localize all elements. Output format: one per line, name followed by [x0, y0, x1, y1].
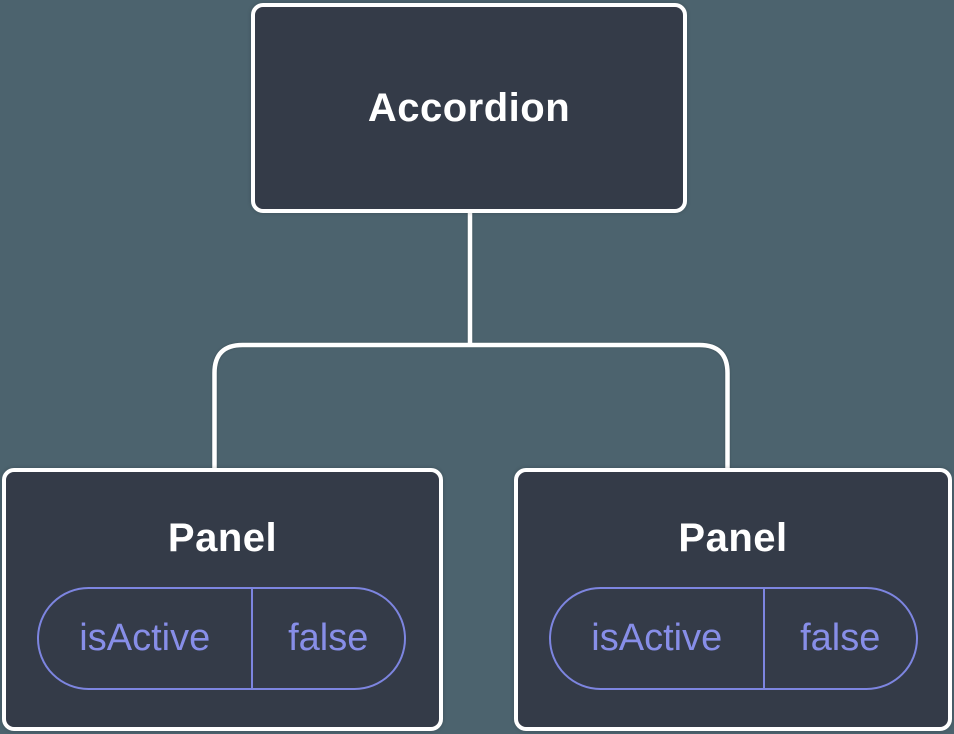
state-pill: isActive false [549, 587, 918, 690]
panel-node-2: Panel isActive false [514, 468, 952, 731]
root-node-accordion: Accordion [251, 3, 687, 213]
state-pill: isActive false [37, 587, 406, 690]
root-node-label: Accordion [367, 85, 571, 130]
panel-node-1: Panel isActive false [2, 468, 443, 731]
panel-node-label: Panel [678, 516, 788, 560]
state-key: isActive [551, 589, 765, 688]
state-value: false [288, 617, 369, 659]
state-key: isActive [39, 589, 253, 688]
panel-node-label: Panel [167, 516, 278, 560]
state-value: false [800, 617, 881, 659]
